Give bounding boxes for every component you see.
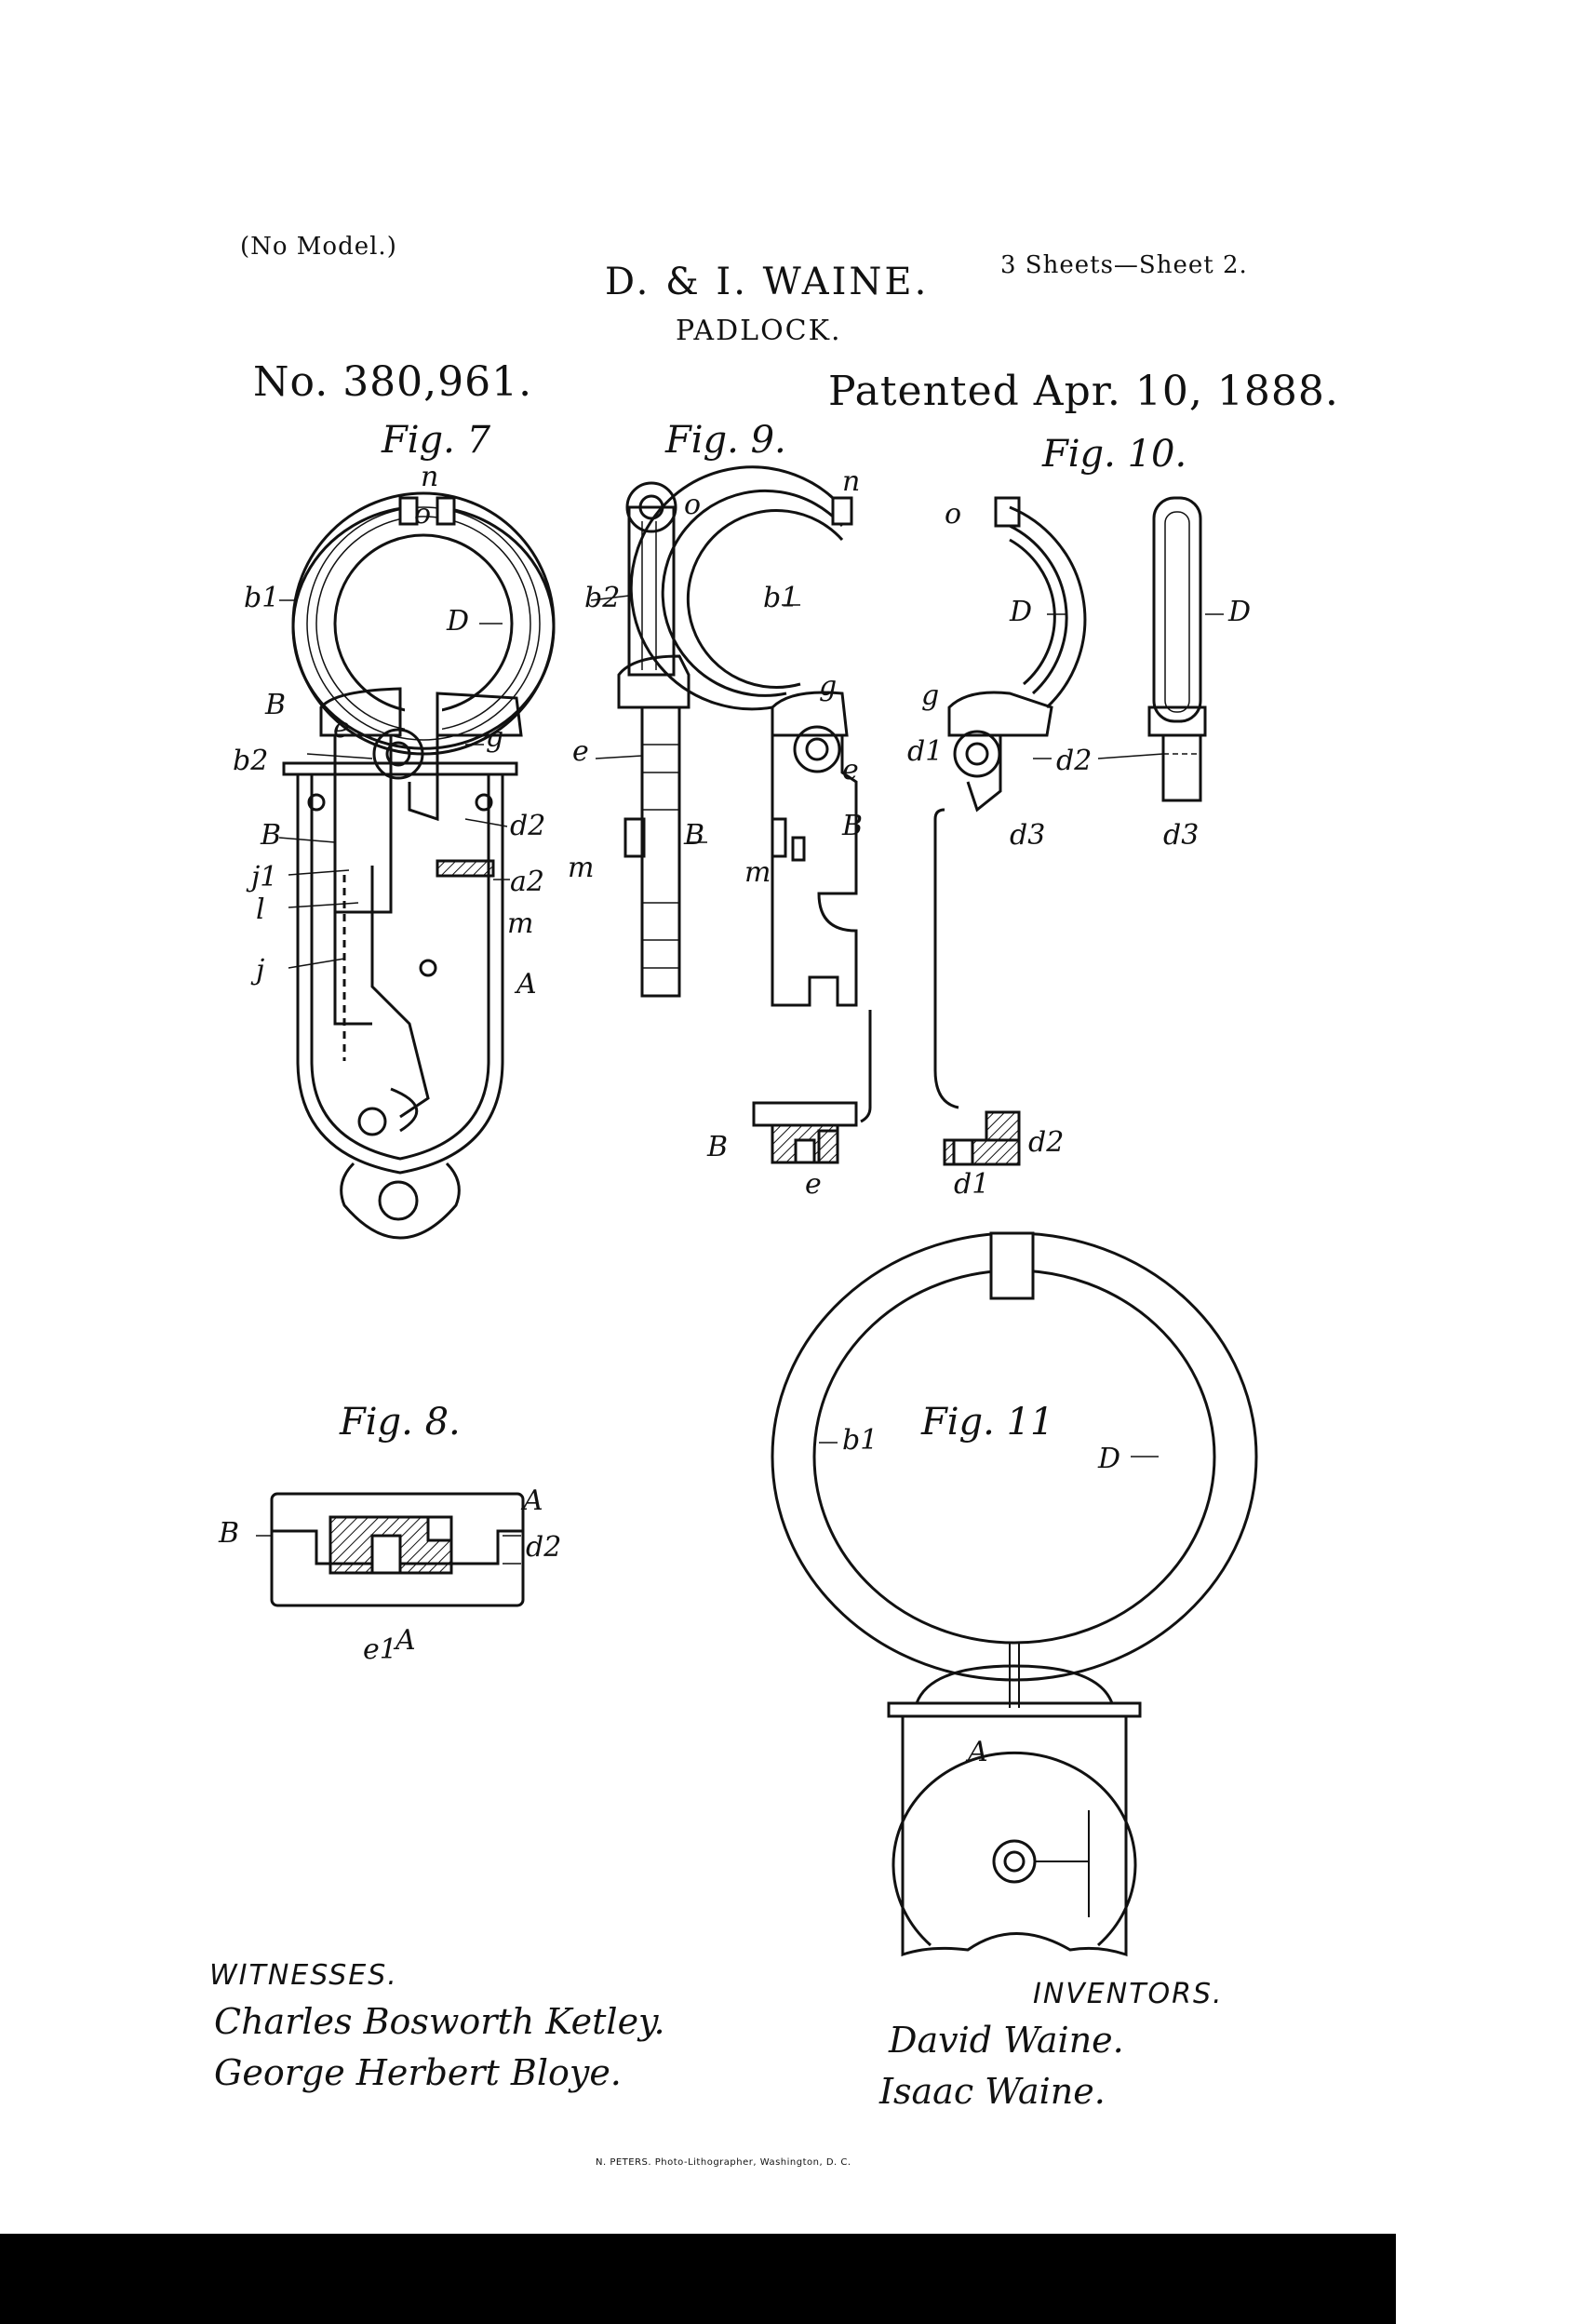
fig9-ref-B-section: B — [707, 1131, 729, 1163]
fig8-ref-e1: e1 — [363, 1633, 397, 1666]
fig7-ref-B-top: B — [265, 689, 287, 721]
fig7-ref-e: e — [333, 712, 350, 745]
fig9-ref-m-left: m — [568, 852, 595, 884]
fig10-ref-d3-right: d3 — [1163, 819, 1200, 852]
fig11-ref-b1: b1 — [842, 1424, 878, 1457]
fig11-ref-A: A — [968, 1736, 988, 1768]
fig7-ref-B: B — [261, 819, 282, 852]
fig11-drawing — [771, 1231, 1258, 1957]
fig9-ref-b2: b2 — [584, 582, 621, 614]
subject-title: PADLOCK. — [676, 315, 842, 347]
fig9-ref-o: o — [684, 489, 702, 521]
fig7-ref-o: o — [414, 498, 432, 531]
model-note: (No Model.) — [240, 233, 397, 261]
fig7-ref-j1: j1 — [251, 861, 278, 893]
scan-bottom-edge — [0, 2234, 1582, 2324]
fig7-drawing — [282, 491, 556, 1240]
fig10-ref-g: g — [921, 679, 940, 712]
patent-number: No. 380,961. — [253, 358, 533, 406]
fig7-ref-j: j — [256, 954, 265, 987]
witness-signature-1: Charles Bosworth Ketley. — [214, 2001, 665, 2042]
fig10-ref-d2: d2 — [1056, 745, 1093, 777]
fig7-ref-g: g — [486, 721, 504, 754]
fig9-ref-e-left: e — [572, 735, 589, 768]
sheet-count: 3 Sheets—Sheet 2. — [1000, 251, 1248, 279]
fig7-ref-l: l — [256, 893, 265, 926]
fig7-ref-b1: b1 — [244, 582, 280, 614]
fig9-label: Fig. 9. — [665, 419, 786, 462]
fig8-ref-B: B — [219, 1517, 240, 1550]
fig7-ref-b2: b2 — [233, 745, 269, 777]
fig10-ref-d2-section: d2 — [1028, 1126, 1065, 1159]
fig9-ref-e-section: e — [805, 1168, 822, 1201]
fig9-ref-g: g — [819, 670, 838, 703]
fig10-ref-o: o — [945, 498, 962, 531]
fig7-ref-a2: a2 — [510, 866, 544, 898]
fig9-ref-B-mid: B — [684, 819, 705, 852]
fig8-drawing — [270, 1492, 525, 1607]
fig10-ref-d1-section: d1 — [954, 1168, 990, 1201]
fig11-label: Fig. 11 — [921, 1401, 1054, 1444]
fig7-ref-A: A — [516, 968, 537, 1001]
fig8-ref-A-top: A — [523, 1484, 543, 1517]
fig9-drawing — [617, 465, 872, 1164]
inventor-signature-2: Isaac Waine. — [879, 2071, 1106, 2112]
fig7-ref-m: m — [507, 907, 534, 940]
fig7-label: Fig. 7 — [382, 419, 491, 462]
inventor-signature-1: David Waine. — [889, 2020, 1124, 2061]
fig9-ref-n: n — [842, 465, 861, 498]
leader-lines — [256, 595, 1224, 1565]
patented-date: Patented Apr. 10, 1888. — [828, 368, 1339, 415]
fig10-drawing — [933, 496, 1207, 1166]
fig10-ref-D-right: D — [1228, 596, 1252, 628]
fig10-ref-D: D — [1010, 596, 1033, 628]
inventors-title: D. & I. WAINE. — [605, 261, 930, 303]
fig8-label: Fig. 8. — [340, 1401, 461, 1444]
fig9-ref-b1: b1 — [763, 582, 799, 614]
fig9-ref-m: m — [744, 856, 771, 889]
fig7-ref-D: D — [447, 605, 470, 638]
fig8-ref-A: A — [396, 1624, 416, 1657]
witness-signature-2: George Herbert Bloye. — [214, 2052, 622, 2093]
fig7-ref-n: n — [421, 461, 439, 493]
fig10-ref-d1: d1 — [907, 735, 944, 768]
fig10-label: Fig. 10. — [1042, 433, 1187, 476]
fig10-ref-d3: d3 — [1010, 819, 1046, 852]
fig9-ref-B: B — [842, 810, 864, 842]
fig9-ref-e: e — [842, 754, 859, 786]
fig11-ref-D: D — [1098, 1443, 1121, 1475]
fig8-ref-d2: d2 — [526, 1531, 562, 1564]
inventors-heading: INVENTORS. — [1033, 1978, 1224, 2010]
printer-credit: N. PETERS. Photo-Lithographer, Washingto… — [596, 2157, 851, 2168]
witnesses-heading: WITNESSES. — [209, 1959, 398, 1992]
fig7-ref-d2: d2 — [510, 810, 546, 842]
